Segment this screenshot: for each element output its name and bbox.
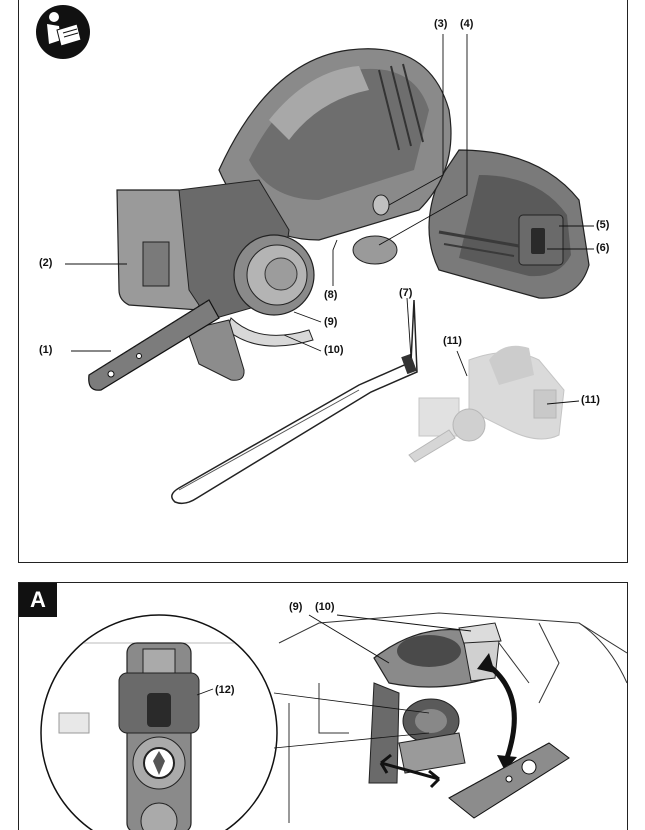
- label-11-top: (11): [443, 335, 462, 347]
- detail-leader-lines: [196, 614, 472, 696]
- label-1: (1): [39, 344, 53, 356]
- blade-lever-assembly: [368, 622, 502, 784]
- magnified-detail-circle: [40, 614, 278, 830]
- label-7: (7): [399, 287, 413, 299]
- label-4: (4): [460, 18, 474, 30]
- wrist-strap: [171, 299, 418, 505]
- label-5: (5): [596, 219, 610, 231]
- pull-direction-arrow: [379, 753, 441, 789]
- panel-letter: A: [19, 583, 57, 617]
- saw-blade: [448, 742, 570, 819]
- ghost-tool-illustration: [408, 345, 565, 463]
- overview-leader-lines: [65, 34, 594, 405]
- label-10: (10): [324, 344, 344, 356]
- label-11-right: (11): [581, 394, 600, 406]
- detail-a-illustration: [40, 612, 627, 830]
- detail-figure-panel-a: A: [18, 582, 628, 830]
- label-6: (6): [596, 242, 610, 254]
- label-2: (2): [39, 257, 53, 269]
- label-9: (9): [324, 316, 338, 328]
- overview-illustration: [36, 5, 594, 505]
- read-manual-icon: [36, 5, 90, 59]
- label-10-detail: (10): [315, 601, 335, 613]
- label-9-detail: (9): [289, 601, 303, 613]
- label-12-detail: (12): [215, 684, 235, 696]
- reciprocating-saw-tool: [88, 48, 590, 391]
- label-8: (8): [324, 289, 338, 301]
- overview-figure-panel: (1) (2) (3) (4) (5) (6) (7) (8) (9) (10)…: [18, 0, 628, 563]
- label-3: (3): [434, 18, 448, 30]
